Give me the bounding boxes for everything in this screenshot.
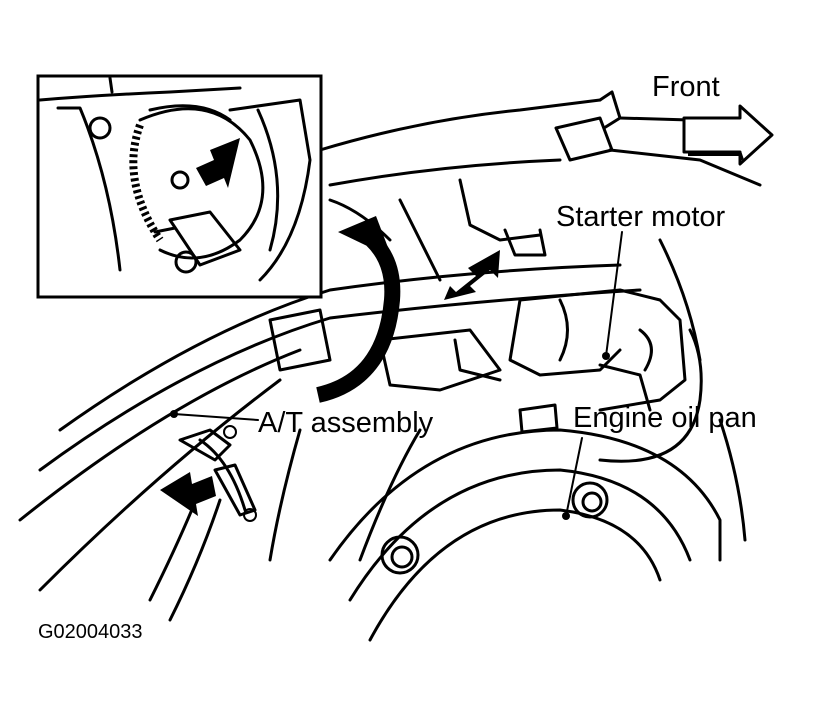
at-assembly-label: A/T assembly (258, 407, 434, 439)
inset-detail-view (36, 74, 323, 299)
engine-transmission-linework (18, 90, 762, 642)
rotation-arrow (316, 216, 401, 403)
front-direction-arrow (682, 104, 774, 166)
starter-motor-label: Starter motor (556, 201, 726, 233)
pointer-arrow-left (160, 472, 216, 516)
figure-code: G02004033 (38, 621, 143, 643)
front-label: Front (652, 71, 720, 103)
pointer-arrow-center (444, 250, 500, 300)
leader-lines (170, 231, 623, 520)
inset-pointer-arrow (196, 138, 240, 188)
engine-oil-pan-label: Engine oil pan (573, 402, 757, 434)
